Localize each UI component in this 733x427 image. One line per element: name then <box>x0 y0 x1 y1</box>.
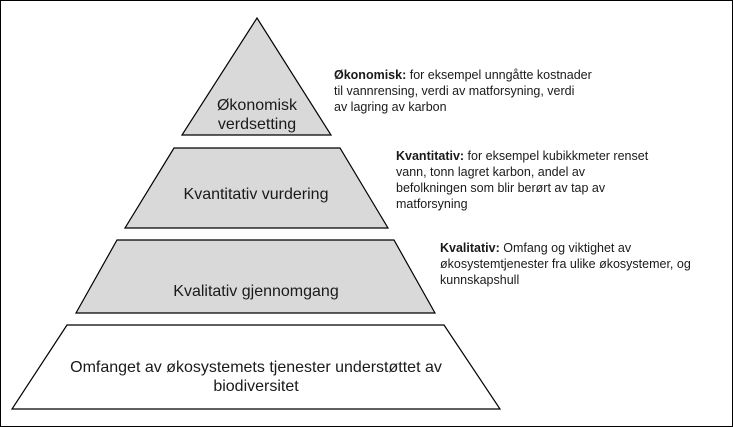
description-quantitative-heading: Kvantitativ: <box>396 149 465 163</box>
tier-economic-shape <box>180 16 333 136</box>
tier-quantitative-shape <box>123 147 390 229</box>
tier-base-label-line: Omfanget av økosystemets tjenester under… <box>70 359 442 376</box>
description-economic-line: til vannrensing, verdi av matforsyning, … <box>334 84 575 98</box>
description-economic: Økonomisk: for eksempel unngåtte kostnad… <box>334 67 592 115</box>
description-qualitative-line: økosystemtjenester fra ulike økosystemer… <box>440 257 691 271</box>
description-economic-line: for eksempel unngåtte kostnader <box>406 68 592 82</box>
description-qualitative-line: kunnskapshull <box>440 273 520 287</box>
description-qualitative: Kvalitativ: Omfang og viktighet av økosy… <box>440 240 691 288</box>
description-quantitative-line: befolkningen som blir berørt av tap av <box>396 181 606 195</box>
description-quantitative-line: for eksempel kubikkmeter renset <box>464 149 649 163</box>
tier-economic-label-line: verdsetting <box>217 116 297 133</box>
tier-qualitative-label: Kvalitativ gjennomgang <box>140 282 372 301</box>
tier-base-shape <box>10 324 502 410</box>
description-quantitative-line: matforsyning <box>396 197 468 211</box>
description-qualitative-heading: Kvalitativ: <box>440 241 500 255</box>
description-quantitative-line: vann, tonn lagret karbon, andel av <box>396 165 586 179</box>
description-economic-line: av lagring av karbon <box>334 100 447 114</box>
tier-qualitative-label-line: Kvalitativ gjennomgang <box>173 283 339 300</box>
tier-economic-label-line: Økonomisk <box>216 97 298 114</box>
tier-quantitative-label: Kvantitativ vurdering <box>150 185 362 204</box>
tier-qualitative-shape <box>74 239 437 314</box>
tier-base-label-line: biodiversitet <box>213 378 299 395</box>
tier-quantitative-label-line: Kvantitativ vurdering <box>183 186 329 203</box>
description-economic-heading: Økonomisk: <box>334 68 407 82</box>
tier-base-label: Omfanget av økosystemets tjenester under… <box>40 358 472 396</box>
description-qualitative-line: Omfang og viktighet av <box>499 241 632 255</box>
description-quantitative: Kvantitativ: for eksempel kubikkmeter re… <box>396 148 648 212</box>
tier-economic-label: Økonomisk verdsetting <box>192 96 322 134</box>
